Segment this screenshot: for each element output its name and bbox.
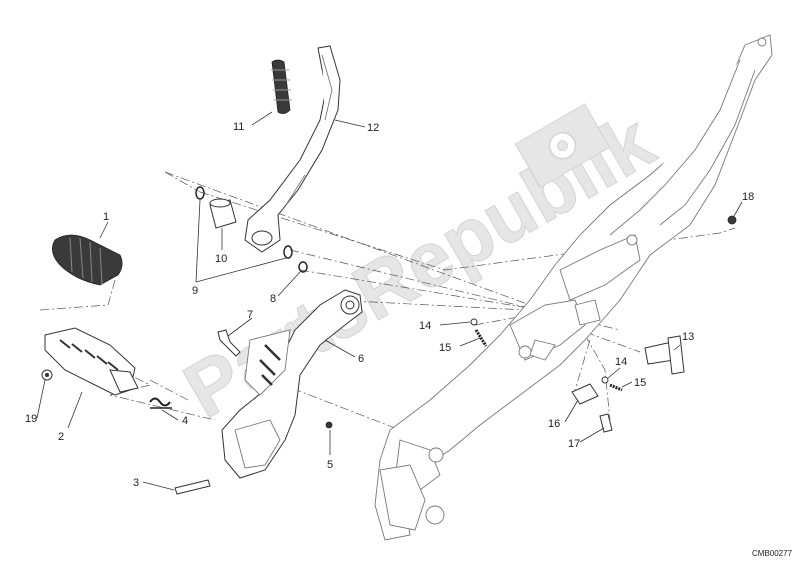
part-16-block xyxy=(571,383,599,405)
part-1-boot xyxy=(52,234,123,286)
part-13-pivot-pin xyxy=(644,335,685,375)
drawing-code: CMB00277 xyxy=(752,549,793,558)
callout-11: 11 xyxy=(233,121,244,133)
part-5-bolt xyxy=(325,421,333,429)
callout-5: 5 xyxy=(327,459,333,471)
gear-icon xyxy=(514,103,611,189)
part-14-ball xyxy=(470,318,609,384)
part-19-nut xyxy=(41,369,53,381)
callout-14a: 14 xyxy=(419,320,431,332)
callout-13: 13 xyxy=(682,331,694,343)
frame xyxy=(374,34,773,541)
callout-15b: 15 xyxy=(634,377,646,389)
callout-6: 6 xyxy=(358,353,364,365)
callout-9: 9 xyxy=(192,285,198,297)
part-9-circlip xyxy=(195,186,293,259)
part-6-bracket xyxy=(221,289,363,479)
callout-15a: 15 xyxy=(439,342,451,354)
part-3-pin xyxy=(174,479,211,495)
callout-3: 3 xyxy=(133,477,139,489)
part-10-bushing xyxy=(209,198,237,229)
part-8-washer xyxy=(298,261,308,273)
callout-7: 7 xyxy=(247,309,253,321)
leader-lines xyxy=(36,111,743,491)
callout-16: 16 xyxy=(548,418,560,430)
part-15-spring xyxy=(474,329,623,392)
callout-labels: 1 2 3 4 5 6 7 8 9 10 11 12 13 14 15 14 1… xyxy=(25,121,754,489)
part-2-footpeg xyxy=(44,327,139,396)
callout-2: 2 xyxy=(58,431,64,443)
callout-12: 12 xyxy=(367,122,379,134)
callout-14b: 14 xyxy=(615,356,627,368)
callout-18: 18 xyxy=(742,191,754,203)
callout-4: 4 xyxy=(182,415,188,427)
part-4-spring xyxy=(149,397,172,409)
callout-19: 19 xyxy=(25,413,37,425)
part-12-brake-lever xyxy=(244,45,341,253)
callout-17: 17 xyxy=(568,438,580,450)
callout-10: 10 xyxy=(215,253,227,265)
part-11-pedal-rubber xyxy=(271,59,292,114)
callout-1: 1 xyxy=(103,211,109,223)
part-18-nut xyxy=(727,215,737,225)
part-7-bolt xyxy=(217,329,241,357)
part-17-screw xyxy=(599,413,613,433)
callout-8: 8 xyxy=(270,293,276,305)
